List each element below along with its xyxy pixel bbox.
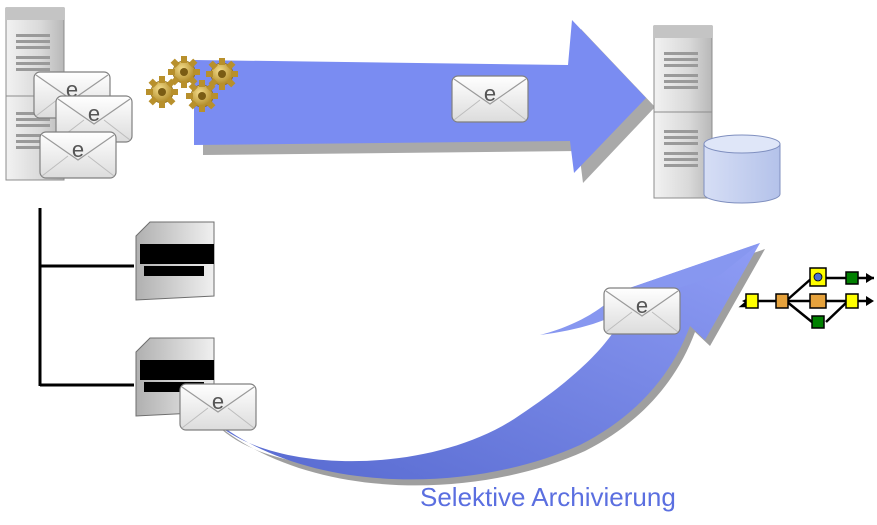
envelope-icon: e — [55, 95, 133, 143]
database-icon — [703, 134, 781, 204]
caption-label: Selektive Archivierung — [420, 482, 676, 512]
envelope-icon: e — [451, 75, 529, 123]
envelope-icon: e — [179, 383, 257, 431]
envelope-letter: e — [636, 293, 648, 318]
folder-tree — [38, 208, 134, 387]
folder-icon — [135, 221, 215, 301]
envelope-letter: e — [88, 101, 100, 126]
outgoing-mail-icons: e e e — [33, 71, 133, 179]
envelope-icon: e — [603, 287, 681, 335]
archive-server-icon — [653, 25, 713, 199]
selective-archive-arrow — [208, 243, 765, 486]
envelope-letter: e — [72, 137, 84, 162]
envelope-letter: e — [484, 81, 496, 106]
transfer-arrow — [194, 20, 655, 183]
workflow-icon — [738, 267, 874, 329]
envelope-icon: e — [39, 131, 117, 179]
envelope-letter: e — [212, 389, 224, 414]
